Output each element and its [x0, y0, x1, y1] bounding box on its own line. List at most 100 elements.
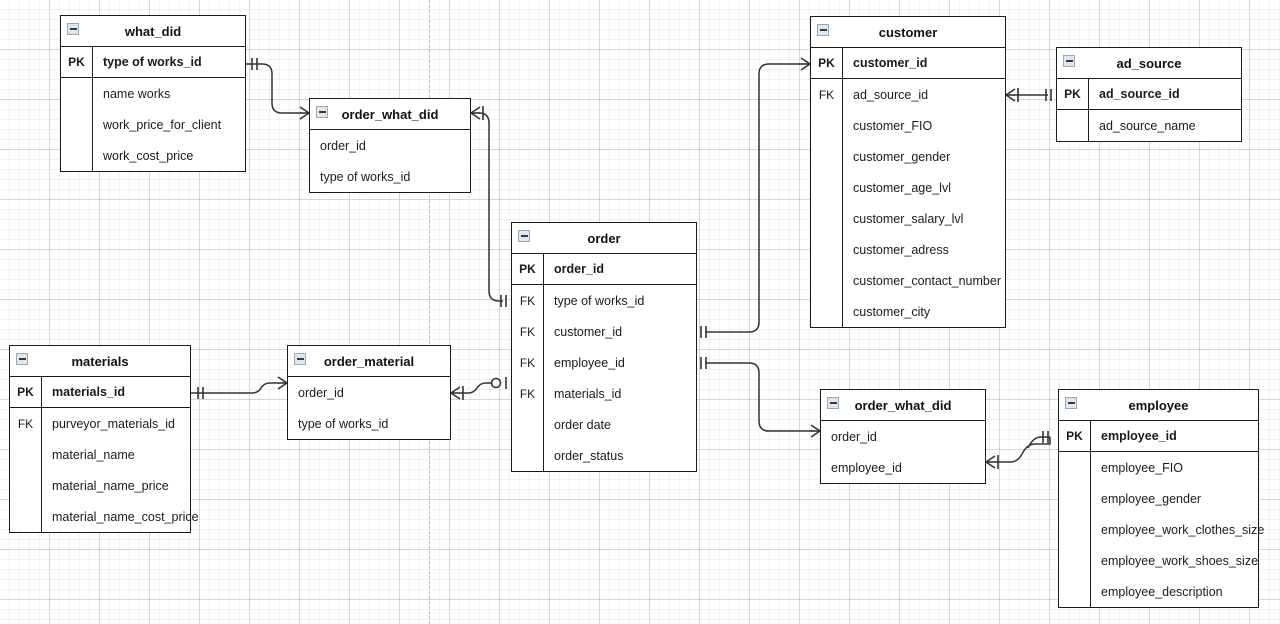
field-key-marker: PK	[61, 47, 93, 77]
field-key-marker: PK	[1057, 79, 1089, 109]
minus-square-icon[interactable]	[316, 106, 328, 118]
table-row[interactable]: work_price_for_client	[61, 109, 245, 140]
field-key-marker	[1057, 110, 1089, 141]
field-key-marker: FK	[10, 408, 42, 439]
field-name: purveyor_materials_id	[52, 416, 175, 431]
field-key-marker	[1059, 483, 1091, 514]
table-row[interactable]: order_id	[821, 421, 985, 452]
field-name: order_status	[554, 448, 624, 463]
minus-square-icon[interactable]	[518, 230, 530, 242]
field-name: employee_id	[1101, 429, 1177, 443]
minus-square-icon[interactable]	[1065, 397, 1077, 409]
field-name: customer_FIO	[853, 118, 933, 133]
marker-many-mandatory-orderwhatdid-bottom-right	[985, 455, 999, 469]
table-row[interactable]: customer_city	[811, 296, 1005, 327]
table-row[interactable]: customer_contact_number	[811, 265, 1005, 296]
table-row[interactable]: employee_id	[821, 452, 985, 483]
field-name: type of works_id	[103, 55, 202, 69]
minus-square-icon[interactable]	[294, 353, 306, 365]
field-key-marker: PK	[811, 48, 843, 78]
table-title-text: what_did	[124, 23, 182, 39]
table-row[interactable]: PK customer_id	[811, 48, 1005, 79]
table-row[interactable]: work_cost_price	[61, 140, 245, 171]
field-name: order_id	[298, 385, 344, 400]
field-name: material_name	[52, 447, 135, 462]
field-key-marker	[811, 172, 843, 203]
table-row[interactable]: order_status	[512, 440, 696, 471]
table-title-text: ad_source	[1116, 55, 1182, 71]
table-row[interactable]: employee_description	[1059, 576, 1258, 607]
table-row[interactable]: employee_FIO	[1059, 452, 1258, 483]
minus-square-icon[interactable]	[16, 353, 28, 365]
table-row[interactable]: ad_source_name	[1057, 110, 1241, 141]
marker-many-orderwhatdid-left	[299, 106, 310, 120]
table-row[interactable]: material_name	[10, 439, 190, 470]
table-row[interactable]: employee_gender	[1059, 483, 1258, 514]
table-row[interactable]: order_id	[310, 130, 470, 161]
table-row[interactable]: customer_FIO	[811, 110, 1005, 141]
table-row[interactable]: PK type of works_id	[61, 47, 245, 78]
table-row[interactable]: FK purveyor_materials_id	[10, 408, 190, 439]
table-row[interactable]: customer_gender	[811, 141, 1005, 172]
table-header-order_what_did_bottom: order_what_did	[821, 390, 985, 421]
table-row[interactable]: customer_age_lvl	[811, 172, 1005, 203]
page-break-line	[429, 0, 430, 624]
edge-orderwhatdid-order	[478, 112, 503, 302]
field-name: customer_id	[554, 324, 623, 339]
minus-square-icon[interactable]	[817, 24, 829, 36]
field-key-marker	[10, 439, 42, 470]
table-row[interactable]: type of works_id	[288, 408, 450, 439]
field-name: materials_id	[554, 386, 622, 401]
field-name: type of works_id	[554, 293, 645, 308]
table-row[interactable]: material_name_cost_price	[10, 501, 199, 532]
table-title-text: order	[587, 230, 621, 246]
table-row[interactable]: customer_adress	[811, 234, 1005, 265]
edge-ordermaterial-order	[459, 382, 491, 394]
table-header-customer: customer	[811, 17, 1005, 48]
marker-one-mandatory-adsource-pk	[1045, 89, 1052, 101]
table-row[interactable]: type of works_id	[310, 161, 470, 192]
table-row[interactable]: name works	[61, 78, 245, 109]
field-name: employee_gender	[1101, 491, 1202, 506]
minus-square-icon[interactable]	[67, 23, 79, 35]
table-header-order_material: order_material	[288, 346, 450, 377]
table-row[interactable]: PK employee_id	[1059, 421, 1258, 452]
table-row[interactable]: material_name_price	[10, 470, 190, 501]
minus-square-icon[interactable]	[1063, 55, 1075, 67]
minus-square-icon[interactable]	[827, 397, 839, 409]
table-row[interactable]: order date	[512, 409, 696, 440]
field-name: customer_id	[853, 56, 928, 70]
edge-order-orderwhatdid-bottom	[705, 362, 812, 432]
field-key-marker: PK	[1059, 421, 1091, 451]
marker-one-mandatory-order-employeeid	[700, 357, 707, 369]
table-row[interactable]: order_id	[288, 377, 450, 408]
table-title-text: order_what_did	[341, 106, 439, 122]
field-key-marker	[1059, 514, 1091, 545]
table-fields: PK employee_id employee_FIO employee_gender…	[1059, 421, 1264, 607]
table-row[interactable]: employee_work_shoes_size	[1059, 545, 1258, 576]
field-name: employee_description	[1101, 584, 1223, 599]
table-row[interactable]: customer_salary_lvl	[811, 203, 1005, 234]
table-row[interactable]: employee_work_clothes_size	[1059, 514, 1264, 545]
marker-one-mandatory-order-typeofworks	[500, 295, 507, 307]
